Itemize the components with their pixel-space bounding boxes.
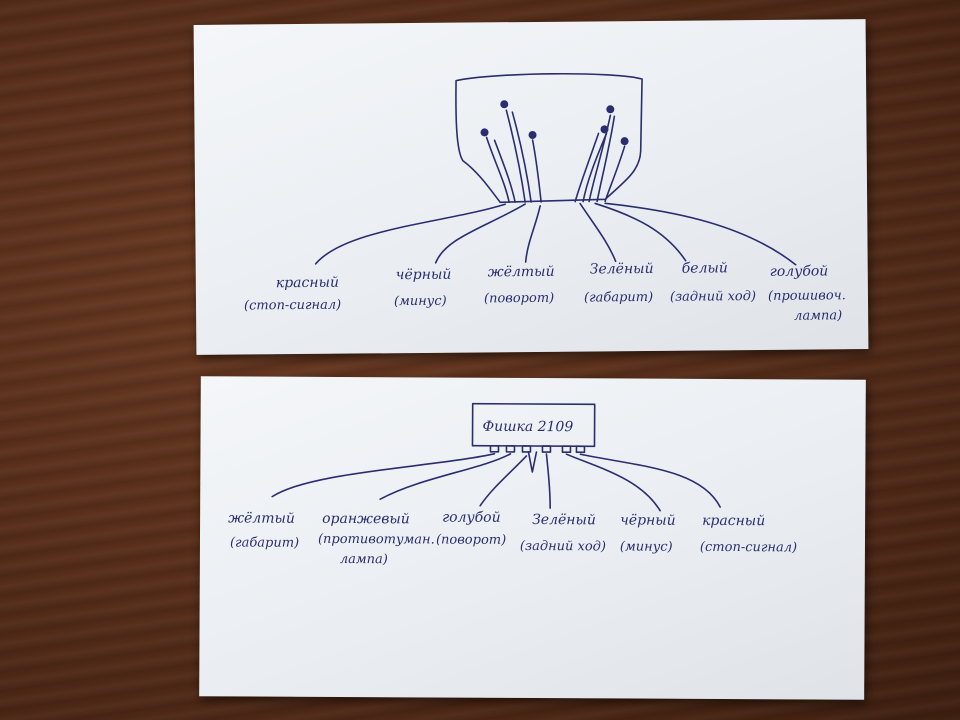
top-label-1: красный (стоп-сигнал)	[244, 275, 341, 314]
svg-text:(противотуман.: (противотуман.	[318, 532, 435, 548]
svg-text:жёлтый: жёлтый	[228, 510, 295, 526]
svg-text:белый: белый	[682, 260, 728, 276]
svg-text:красный: красный	[276, 275, 339, 292]
paper-card-bottom: Фишка 2109 жёлтый (габарит) оранжевый (п…	[199, 376, 866, 700]
connector-label: Фишка 2109	[483, 419, 574, 435]
svg-text:голубой: голубой	[442, 510, 501, 526]
top-label-4: Зелёный (габарит)	[584, 261, 654, 306]
bottom-label-4: Зелёный (задний ход)	[520, 512, 606, 554]
svg-text:(поворот): (поворот)	[436, 532, 506, 547]
svg-text:Зелёный: Зелёный	[590, 261, 654, 278]
pin-dot	[480, 128, 489, 137]
svg-text:голубой: голубой	[770, 263, 829, 280]
svg-text:чёрный: чёрный	[620, 512, 676, 528]
svg-text:(стоп-сигнал): (стоп-сигнал)	[244, 298, 341, 314]
top-connector-outline	[455, 72, 643, 204]
svg-text:(минус): (минус)	[620, 539, 673, 554]
svg-text:(поворот): (поворот)	[484, 291, 554, 307]
top-label-5: белый (задний ход)	[670, 260, 756, 305]
svg-text:(задний ход): (задний ход)	[520, 539, 606, 554]
svg-text:(габарит): (габарит)	[584, 290, 653, 306]
svg-text:жёлтый: жёлтый	[488, 264, 555, 281]
bottom-wiring-drawing: Фишка 2109 жёлтый (габарит) оранжевый (п…	[228, 402, 797, 567]
svg-text:лампа): лампа)	[794, 308, 842, 323]
svg-text:красный: красный	[702, 513, 765, 529]
top-label-6: голубой (прошивоч. лампа)	[768, 263, 846, 323]
top-label-3: жёлтый (поворот)	[484, 264, 555, 307]
svg-text:лампа): лампа)	[340, 552, 388, 567]
bottom-label-5: чёрный (минус)	[620, 512, 676, 554]
bottom-label-1: жёлтый (габарит)	[228, 510, 299, 550]
svg-text:(габарит): (габарит)	[230, 535, 299, 550]
pin-dot	[528, 130, 537, 139]
svg-text:(задний ход): (задний ход)	[670, 289, 756, 305]
pin-dot	[620, 137, 629, 146]
svg-text:чёрный: чёрный	[396, 267, 452, 283]
svg-text:Зелёный: Зелёный	[532, 512, 596, 528]
bottom-connector-outline	[471, 402, 596, 448]
top-label-2: чёрный (минус)	[394, 267, 452, 310]
bottom-label-2: оранжевый (противотуман. лампа)	[318, 511, 435, 567]
paper-card-top: красный (стоп-сигнал) чёрный (минус) жёл…	[193, 19, 869, 355]
top-wiring-drawing: красный (стоп-сигнал) чёрный (минус) жёл…	[244, 72, 846, 324]
svg-text:(прошивоч.: (прошивоч.	[768, 288, 846, 304]
svg-text:(стоп-сигнал): (стоп-сигнал)	[700, 540, 797, 556]
svg-text:(минус): (минус)	[394, 294, 447, 309]
bottom-label-6: красный (стоп-сигнал)	[700, 513, 797, 556]
svg-text:оранжевый: оранжевый	[322, 511, 410, 527]
pin-dot	[606, 105, 615, 114]
pin-dot	[500, 100, 509, 109]
bottom-label-3: голубой (поворот)	[436, 510, 506, 548]
